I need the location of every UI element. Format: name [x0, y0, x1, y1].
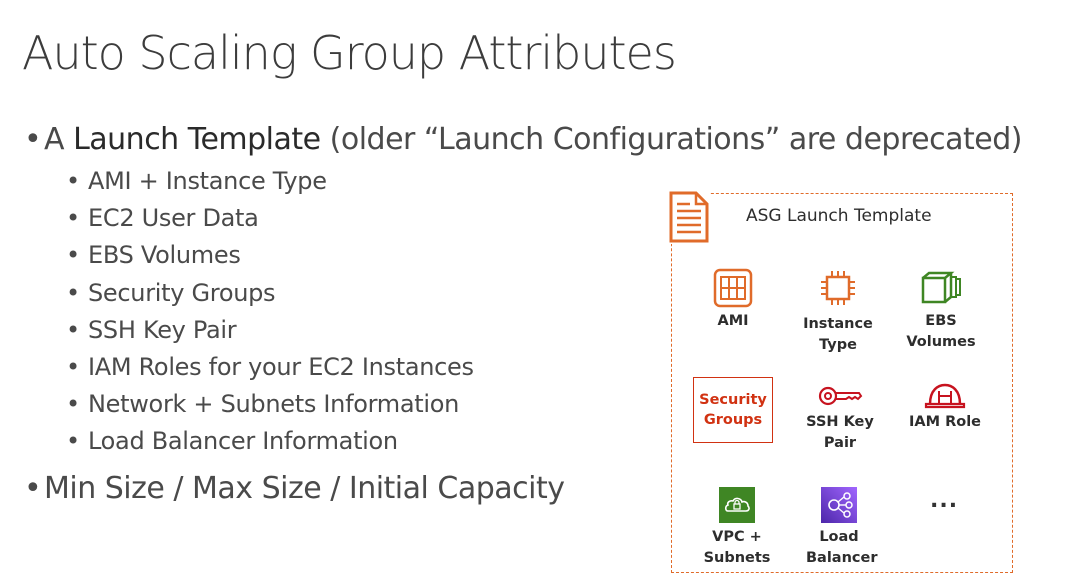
bullet-capacity-text: Min Size / Max Size / Initial Capacity [44, 471, 565, 506]
key-icon [818, 386, 863, 406]
sub-bullet-network: •Network + Subnets Information [66, 390, 459, 418]
bullet-launch-template: •A Launch Template (older “Launch Config… [24, 122, 1022, 157]
security-groups-label-1: Security [699, 392, 767, 408]
vpc-subnets-item: VPC + Subnets [683, 487, 791, 569]
security-groups-box: Security Groups [693, 377, 773, 443]
sub-bullet-ssh-key: •SSH Key Pair [66, 316, 237, 344]
slide-title: Auto Scaling Group Attributes [22, 26, 677, 80]
sub-bullet-ebs: •EBS Volumes [66, 241, 241, 269]
ami-label: AMI [717, 313, 749, 329]
hard-hat-icon [924, 383, 966, 409]
instance-type-label-2: Type [819, 337, 857, 353]
more-ellipsis: ... [930, 488, 959, 513]
load-balancer-item: Load Balancer [806, 487, 878, 569]
iam-role-item: IAM Role [906, 382, 984, 433]
bullet-rest: (older “Launch Configurations” are depre… [320, 122, 1023, 157]
sub-bullet-iam: •IAM Roles for your EC2 Instances [66, 353, 474, 381]
ssh-key-pair-label: SSH Key Pair [806, 414, 874, 451]
ebs-volumes-item: EBS Volumes [893, 268, 989, 353]
ebs-volumes-label: EBS Volumes [906, 313, 976, 350]
sub-bullet-load-balancer: •Load Balancer Information [66, 427, 398, 455]
chip-icon [821, 271, 855, 305]
sub-bullet-user-data: •EC2 User Data [66, 204, 259, 232]
ami-item: AMI [703, 268, 763, 332]
sub-bullet-security-groups: •Security Groups [66, 279, 276, 307]
panel-title: ASG Launch Template [746, 206, 932, 226]
document-icon [668, 190, 710, 244]
bullet-prefix: A [44, 122, 74, 157]
vpc-subnets-label: VPC + Subnets [703, 529, 771, 566]
ami-icon [713, 268, 753, 308]
bullet-dot: • [24, 122, 42, 157]
ssh-key-pair-item: SSH Key Pair [790, 384, 890, 454]
vpc-cloud-lock-icon [719, 487, 755, 523]
instance-type-label-1: Instance [803, 316, 873, 332]
instance-type-item: Instance Type [802, 268, 874, 356]
ebs-volumes-icon [921, 271, 961, 304]
bullet-capacity: •Min Size / Max Size / Initial Capacity [24, 471, 565, 506]
bullet-dot: • [24, 471, 42, 506]
load-balancer-label-1: Load [819, 529, 859, 545]
iam-role-label: IAM Role [908, 414, 982, 430]
security-groups-label-2: Groups [703, 412, 763, 428]
sub-bullet-ami: •AMI + Instance Type [66, 167, 327, 195]
load-balancer-label-2: Balancer [806, 550, 878, 566]
load-balancer-icon [821, 487, 857, 523]
bullet-strong: Launch Template [73, 122, 321, 157]
